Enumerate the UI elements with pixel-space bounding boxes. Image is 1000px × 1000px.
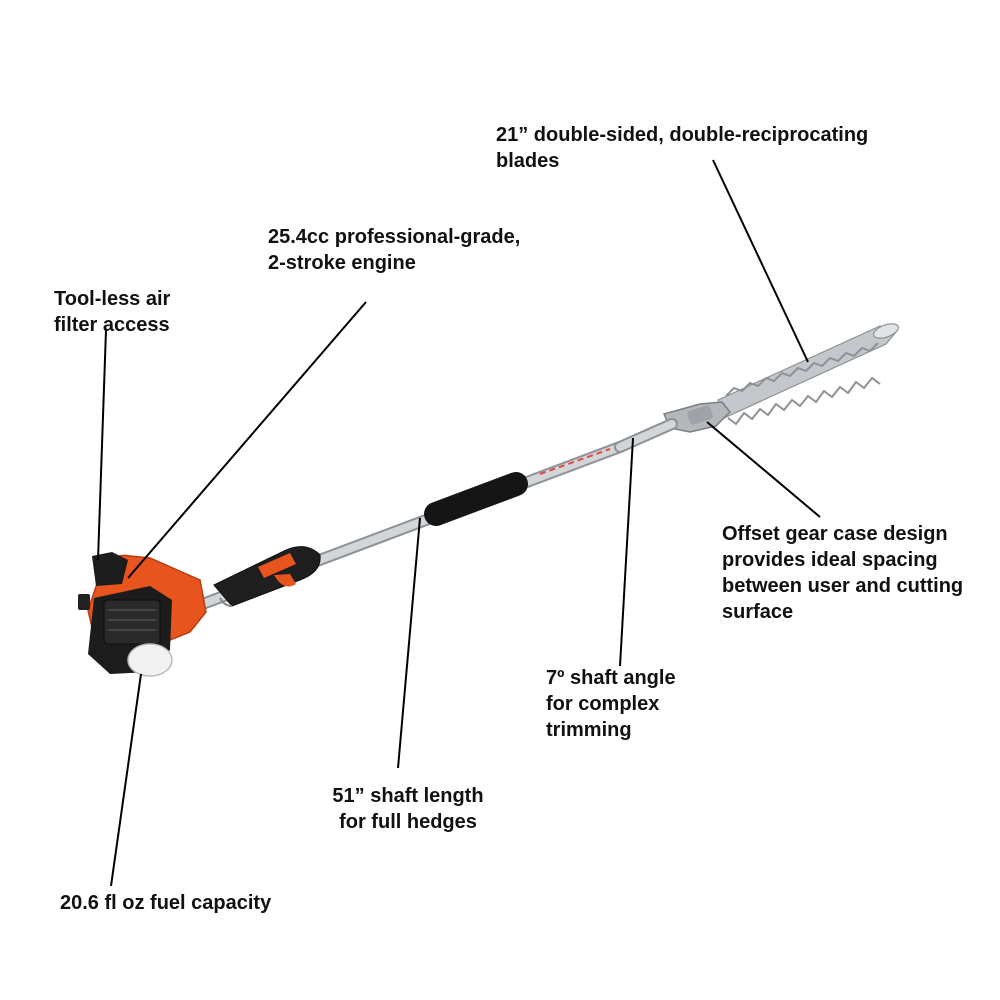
callout-shaft-length: 51” shaft length for full hedges xyxy=(320,783,496,835)
callout-blades-line-2: blades xyxy=(496,150,560,172)
callout-air-filter: Tool-less air filter access xyxy=(54,286,170,338)
leader-line-gear-case xyxy=(706,421,821,518)
leader-line-air-filter xyxy=(97,329,107,561)
callout-blades-line-1: 21” double-sided, double-reciprocating xyxy=(496,124,869,146)
callout-gear-case-line-2: provides ideal spacing xyxy=(722,549,938,571)
cutter-blade-bar xyxy=(717,323,899,426)
leader-line-shaft-angle xyxy=(619,437,634,667)
callout-fuel-line-1: 20.6 fl oz fuel capacity xyxy=(60,892,272,914)
callout-shaft-length-line-1: 51” shaft length xyxy=(332,785,484,807)
leader-line-engine xyxy=(127,301,367,579)
callout-blades: 21” double-sided, double-reciprocating b… xyxy=(496,122,868,174)
callout-shaft-angle-line-3: trimming xyxy=(546,719,632,741)
callout-fuel: 20.6 fl oz fuel capacity xyxy=(60,890,271,916)
leader-line-fuel xyxy=(110,673,142,887)
gear-case xyxy=(662,401,732,433)
hedge-trimmer-illustration xyxy=(78,323,899,677)
callout-gear-case-line-4: surface xyxy=(722,601,794,623)
callout-shaft-angle-line-2: for complex xyxy=(546,693,660,715)
leader-lines xyxy=(97,159,821,887)
callout-gear-case-line-3: between user and cutting xyxy=(722,575,964,597)
leader-line-shaft-length xyxy=(397,517,421,769)
front-grip xyxy=(424,472,528,526)
callout-shaft-angle: 7º shaft angle for complex trimming xyxy=(546,665,676,743)
callout-engine-line-2: 2-stroke engine xyxy=(268,252,416,274)
callout-engine: 25.4cc professional-grade, 2-stroke engi… xyxy=(268,224,520,276)
callout-air-filter-line-2: filter access xyxy=(54,314,170,336)
rear-handle xyxy=(213,546,321,607)
callout-engine-line-1: 25.4cc professional-grade, xyxy=(268,226,521,248)
callout-gear-case: Offset gear case design provides ideal s… xyxy=(722,521,963,625)
engine xyxy=(78,552,207,677)
callout-shaft-length-line-2: for full hedges xyxy=(339,811,477,833)
callout-shaft-angle-line-1: 7º shaft angle xyxy=(546,667,676,689)
leader-line-blades xyxy=(712,159,809,363)
callout-gear-case-line-1: Offset gear case design xyxy=(722,523,948,545)
callout-air-filter-line-1: Tool-less air xyxy=(54,288,171,310)
